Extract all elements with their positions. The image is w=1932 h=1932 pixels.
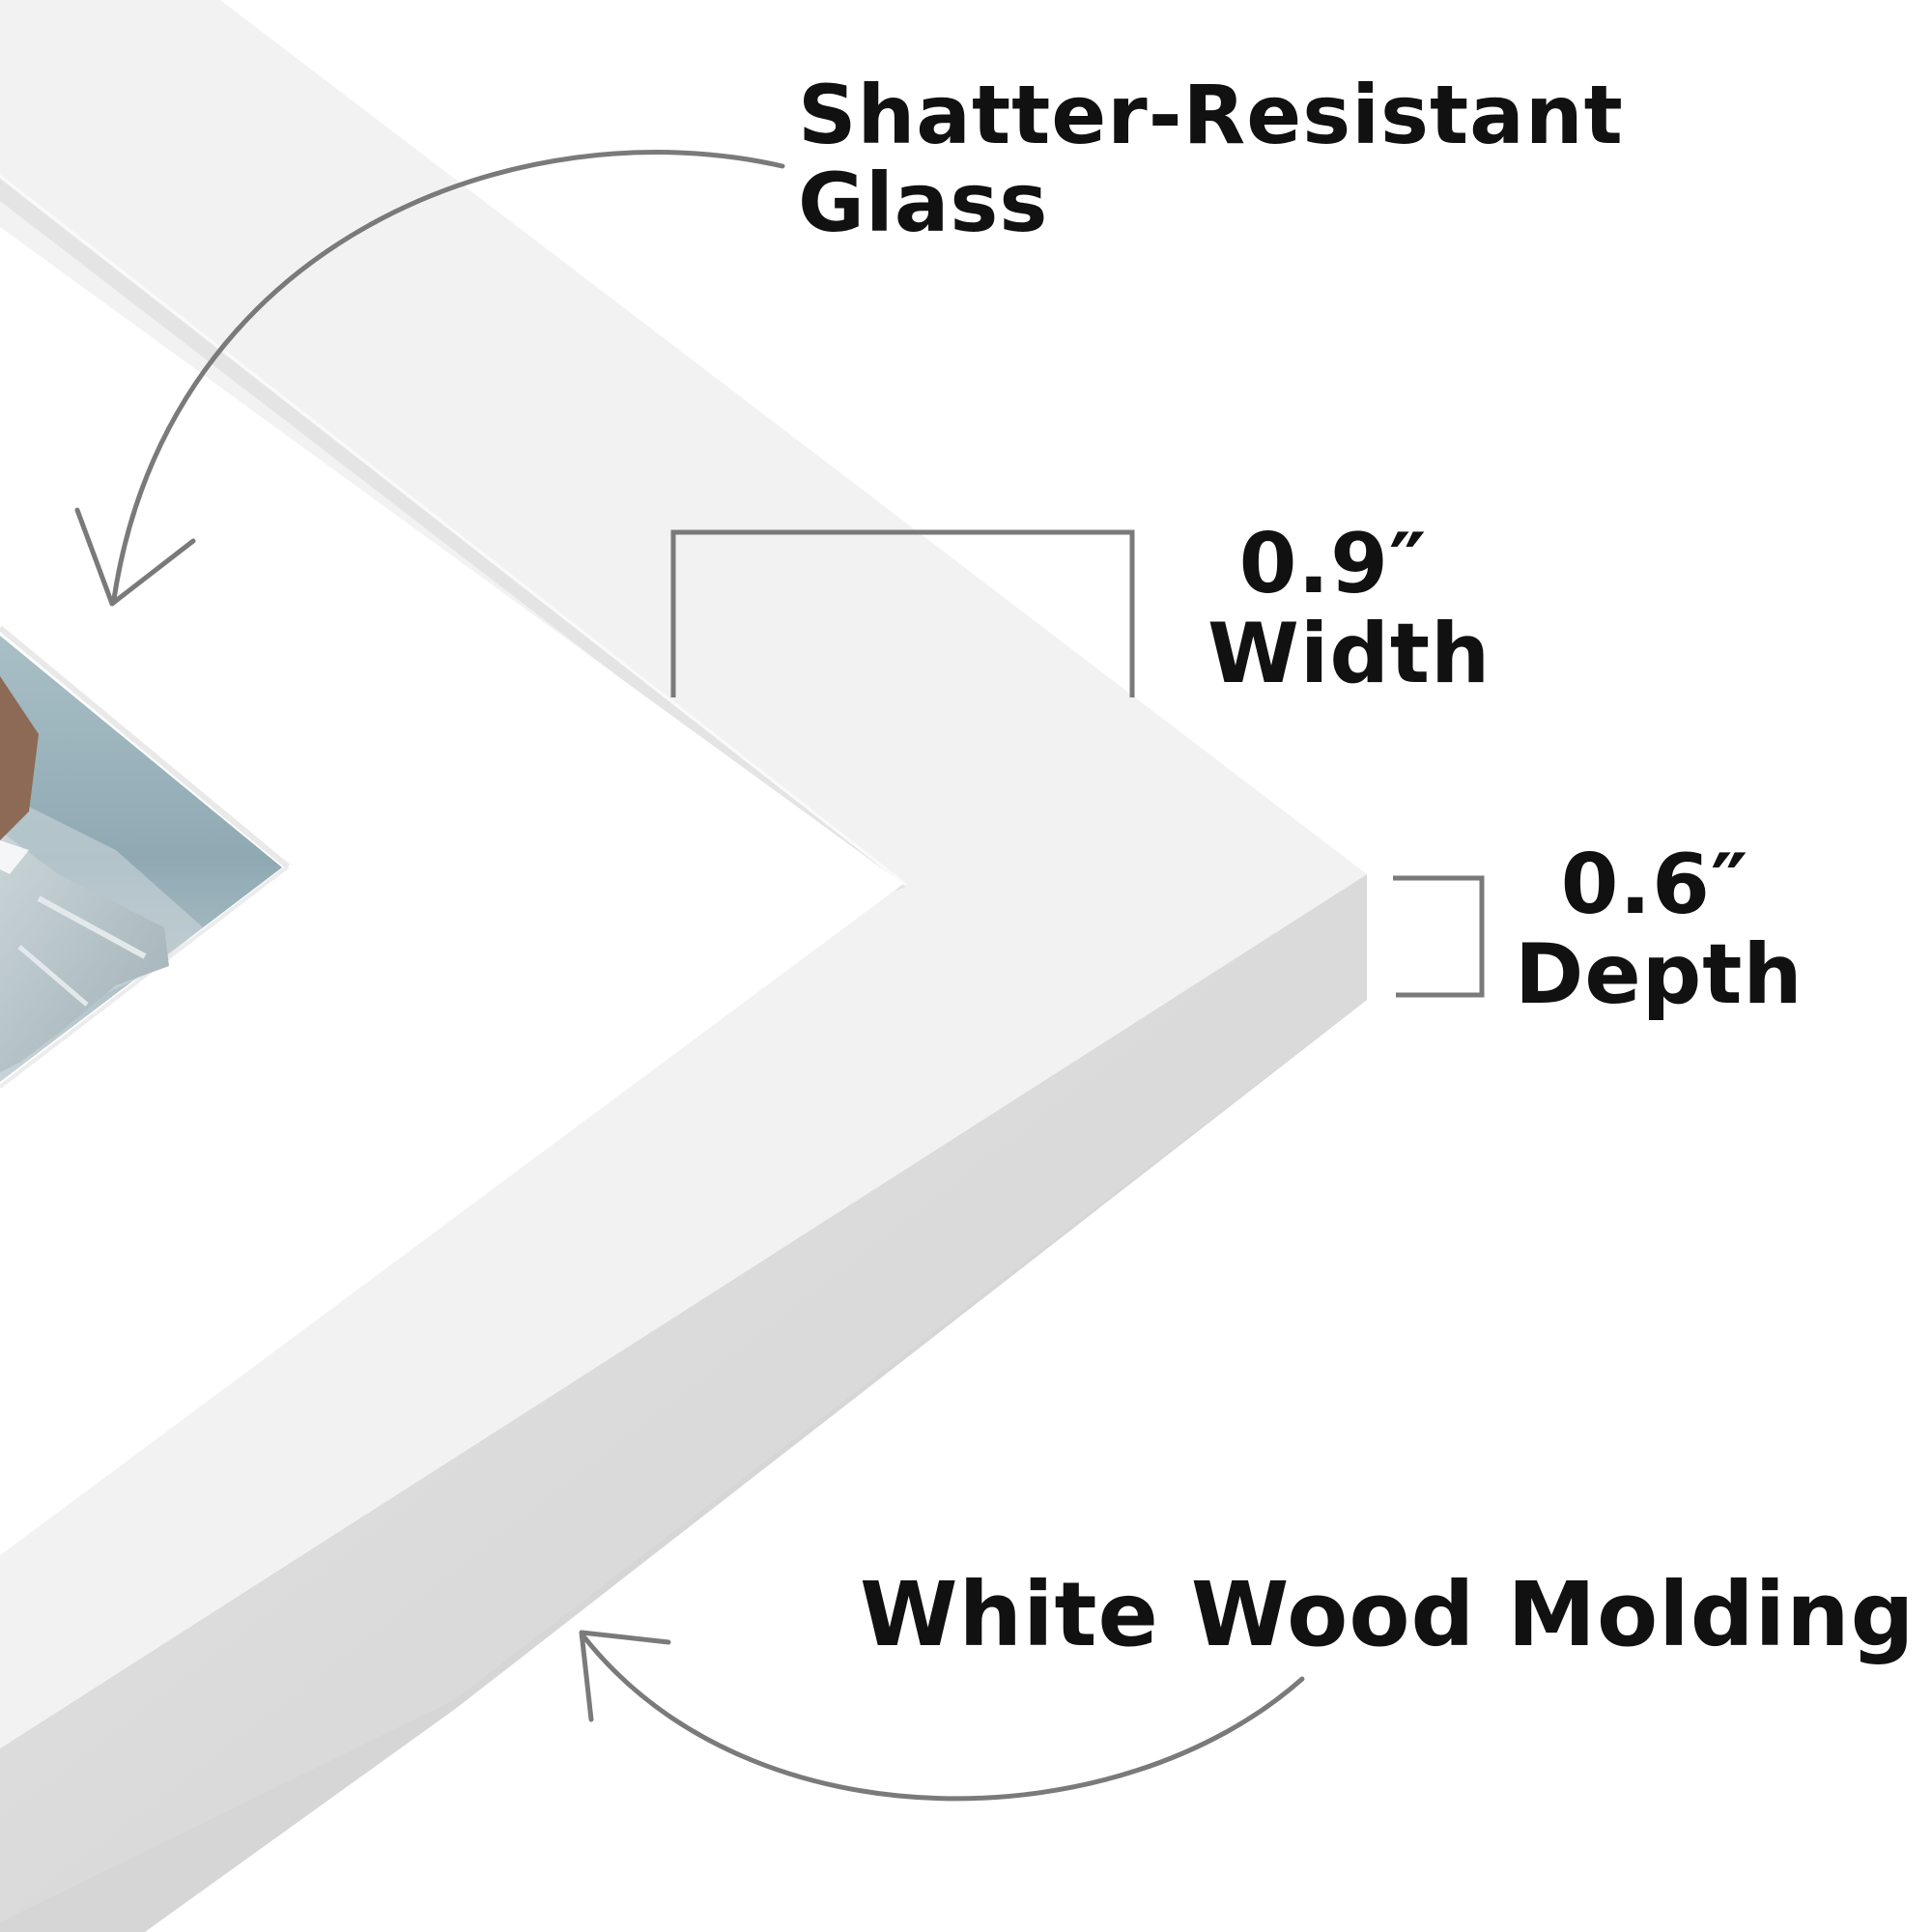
frame-side-depth [0,874,1367,1932]
dimension-bracket-icon [670,529,1135,697]
depth-label: Depth [1515,925,1804,1023]
glass-edge [0,179,906,891]
width-value: 0.9″ [1238,516,1428,612]
glass-edge-highlight [0,174,907,887]
dimension-bracket-icon [1393,875,1485,998]
glass-callout: Shatter-Resistant Glass [798,71,1624,246]
molding-callout: White Wood Molding [860,1563,1916,1666]
width-label: Width [1208,605,1492,702]
photo-print [0,636,282,1082]
frame-face [0,0,1367,1748]
molding-text: White Wood Molding [860,1563,1916,1666]
glass-callout-line1: Shatter-Resistant [798,68,1624,162]
glass-callout-line2: Glass [798,155,1049,250]
depth-value: 0.6″ [1560,837,1749,933]
depth-callout: 0.6″ Depth [1515,837,1804,1023]
width-callout: 0.9″ Width [1208,516,1492,702]
mat-bevel-top [0,625,290,869]
curved-arrow-down-left-icon [74,150,785,607]
curved-arrow-up-left-icon [579,1630,1305,1802]
mat-bevel-bottom [0,865,290,1089]
mat-board [0,227,903,1555]
